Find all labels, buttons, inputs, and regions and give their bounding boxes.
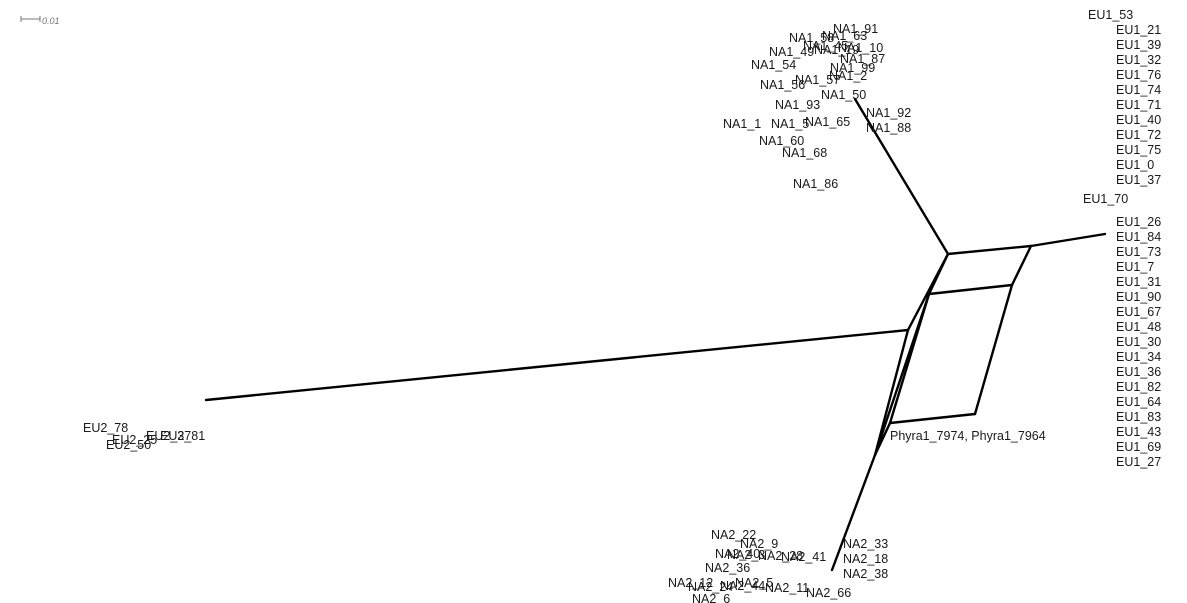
taxon-label: EU1_36 [1116,365,1161,379]
taxon-label: EU2_25 [112,433,157,447]
taxon-label: NA2_6 [692,592,730,603]
taxon-label: NA1_88 [866,121,911,135]
taxon-label: EU1_73 [1116,245,1161,259]
taxon-label: NA1_10 [838,41,883,55]
taxon-label: NA1_99 [830,61,875,75]
taxon-label: EU1_90 [1116,290,1161,304]
taxon-label: NA1_19 [814,43,859,57]
edge-phyra-split [888,412,977,425]
taxon-label: EU1_76 [1116,68,1161,82]
edge-top-split [946,244,1033,256]
edge-reticulation-b [873,328,910,457]
taxon-label: EU1_43 [1116,425,1161,439]
taxon-label: NA1_45 [803,39,848,53]
taxon-label: EU1_53 [1088,8,1133,22]
taxon-label: NA1_49 [769,45,814,59]
taxon-label: EU1_75 [1116,143,1161,157]
edge-na2-branch [830,453,877,572]
taxon-label: NA2_9 [740,537,778,551]
taxon-label: EU1_82 [1116,380,1161,394]
taxon-label: EU1_64 [1116,395,1161,409]
taxon-label: NA2_33 [843,537,888,551]
taxon-label: NA1_86 [793,177,838,191]
scale-bar-label: 0.01 [42,16,60,26]
taxon-label: NA2_41 [781,550,826,564]
taxon-label: EU1_67 [1116,305,1161,319]
taxon-label: NA1_54 [751,58,796,72]
taxon-label: EU1_71 [1116,98,1161,112]
taxon-label: NA1_1 [723,117,761,131]
taxon-label: NA1_93 [775,98,820,112]
taxon-label: EU1_69 [1116,440,1161,454]
taxon-label: NA2_24 [688,580,733,594]
scale-bar: 0.01 [20,16,60,26]
taxon-label: NA1_91 [833,22,878,36]
taxon-label: NA1_57 [795,73,840,87]
eu2-labels: EU2_78 EU2_25 EU2_37 EU2_81 EU2_50 [83,421,205,452]
taxon-label: NA2_12 [668,576,713,590]
taxon-label: NA1_58 [789,31,834,45]
edge-reticulation-a [906,252,950,332]
taxon-label: EU1_21 [1116,23,1161,37]
taxon-label: Phyra1_7974, Phyra1_7964 [890,429,1046,443]
taxon-label: EU1_83 [1116,410,1161,424]
taxon-label: NA1_2 [829,69,867,83]
phyra-labels: Phyra1_7974, Phyra1_7964 [890,429,1046,443]
taxon-label: EU1_74 [1116,83,1161,97]
taxon-label: NA1_65 [805,115,850,129]
taxon-label: NA2_44 [720,579,765,593]
edge-eu2-branch [204,328,910,402]
taxon-label: NA2_66 [806,586,851,600]
taxon-label: EU2_50 [106,438,151,452]
taxon-label: EU1_70 [1083,192,1128,206]
taxon-label: EU1_48 [1116,320,1161,334]
taxon-label: NA2_40 [715,547,760,561]
edge-reticulation-c [873,292,931,457]
taxon-label: NA2_36 [705,561,750,575]
taxon-label: EU1_34 [1116,350,1161,364]
taxon-label: NA1_56 [760,78,805,92]
taxon-label: EU1_39 [1116,38,1161,52]
edge-right-upper [1010,244,1033,287]
taxon-label: EU1_7 [1116,260,1154,274]
taxon-label: NA1_60 [759,134,804,148]
taxon-label: NA2_5 [735,576,773,590]
taxon-label: NA2_18 [843,552,888,566]
taxon-label: EU1_32 [1116,53,1161,67]
edge-eu1-branch [1029,232,1107,248]
na2-labels: NA2_22 NA2_9 NA2_40 NA2_3 NA2_41 NA2_28 … [668,528,888,603]
taxon-label: NA1_92 [866,106,911,120]
taxon-label: NA1_87 [840,52,885,66]
taxon-label: EU2_37 [146,429,191,443]
taxon-label: NA1_68 [782,146,827,160]
taxon-label: EU1_26 [1116,215,1161,229]
eu1-labels: EU1_53 EU1_21 EU1_39 EU1_32 EU1_76 EU1_7… [1083,8,1161,469]
taxon-label: EU2_78 [83,421,128,435]
taxon-label: EU1_31 [1116,275,1161,289]
taxon-label: EU1_0 [1116,158,1154,172]
edge-na1-branch [853,97,950,256]
taxon-label: NA1_63 [822,29,867,43]
taxon-label: NA2_3 [727,548,765,562]
edge-right-mid [973,283,1014,416]
taxon-label: EU2_81 [160,429,205,443]
taxon-label: EU1_40 [1116,113,1161,127]
taxon-label: EU1_27 [1116,455,1161,469]
network-edges [204,97,1107,572]
taxon-label: EU1_84 [1116,230,1161,244]
taxon-label: NA1_5 [771,117,809,131]
taxon-label: NA1_50 [821,88,866,102]
na1-labels: NA1_91 NA1_58 NA1_63 NA1_49 NA1_10 NA1_4… [723,22,911,191]
taxon-label: NA2_11 [765,581,809,595]
taxon-label: EU1_37 [1116,173,1161,187]
taxon-label: NA2_28 [758,549,803,563]
taxon-label: NA2_38 [843,567,888,581]
taxon-label: NA2_22 [711,528,756,542]
edge-reticulation-d [873,421,892,457]
taxon-label: EU1_30 [1116,335,1161,349]
taxon-label: EU1_72 [1116,128,1161,142]
edge-mid-split [927,283,1014,296]
